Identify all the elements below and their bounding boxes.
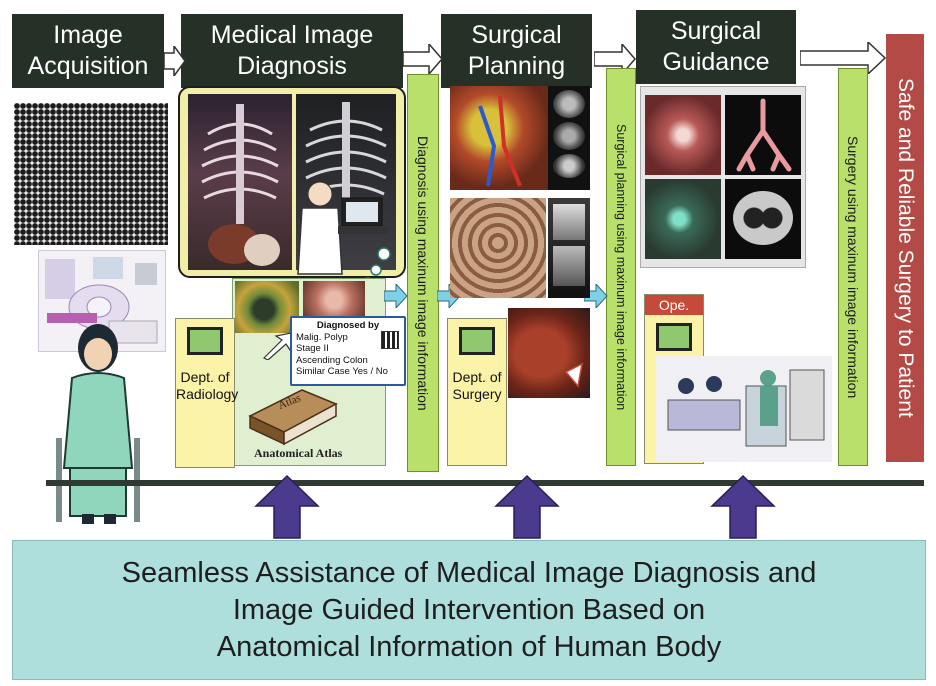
banner-line: Seamless Assistance of Medical Image Dia…	[122, 555, 817, 592]
flow-arrow-icon	[384, 284, 408, 308]
diagnosis-info-label: Diagnosis using maxinum image informatio…	[415, 136, 431, 411]
stage-label-line2: Planning	[441, 51, 592, 82]
planning-ct-slices	[548, 86, 590, 190]
guidance-navigation-screen	[640, 86, 806, 268]
dept-radiology-box: Dept. of Radiology	[175, 318, 235, 468]
airway-tree-render	[725, 95, 801, 175]
ct-slice-stack-image	[14, 103, 168, 245]
patient-figure	[52, 318, 144, 524]
ct-slice-image	[553, 204, 585, 240]
operating-room-image	[656, 356, 832, 462]
planning-vessel-render	[450, 86, 548, 190]
stage-surgical-guidance: Surgical Guidance	[636, 10, 796, 84]
planning-virtual-endoscopy	[450, 198, 546, 298]
ct-axial-view	[725, 179, 801, 259]
colon-closeup-image	[303, 281, 365, 319]
up-arrow-icon	[254, 474, 320, 540]
banner-line: Anatomical Information of Human Body	[122, 629, 817, 666]
stage-label-line2: Guidance	[636, 47, 796, 78]
bronchoscope-view	[645, 95, 721, 175]
planning-info-label: Surgical planning using maxinum image in…	[614, 124, 628, 410]
monitor-icon	[187, 327, 223, 355]
diagnosis-result-card: Diagnosed by Malig. Polyp Stage II Ascen…	[290, 316, 406, 386]
dept-label-line1: Dept. of	[176, 369, 234, 386]
dept-label-line1: Dept. of	[448, 369, 506, 386]
monitor-icon	[656, 323, 692, 351]
monitor-icon	[459, 327, 495, 355]
stage-medical-image-diagnosis: Medical Image Diagnosis	[181, 14, 403, 88]
stage-label-line1: Image	[12, 20, 164, 51]
stage-label-line2: Acquisition	[12, 51, 164, 82]
dept-label-line2: Radiology	[176, 386, 234, 403]
stage-surgical-planning: Surgical Planning	[441, 14, 592, 88]
endoscope-navigation-view	[645, 179, 721, 259]
banner-line: Image Guided Intervention Based on	[122, 592, 817, 629]
dept-surgery-box: Dept. of Surgery	[447, 318, 507, 466]
ribcage-left-icon	[188, 94, 292, 270]
ct-slice-image	[553, 246, 585, 286]
stage-label-line2: Diagnosis	[181, 51, 403, 82]
final-stage-label: Safe and Reliable Surgery to Patient	[893, 78, 917, 418]
dept-label-line2: Surgery	[448, 386, 506, 403]
stage-label-line1: Surgical	[441, 20, 592, 51]
card-title: Diagnosed by	[296, 320, 400, 332]
up-arrow-icon	[494, 474, 560, 540]
planning-info-bar: Surgical planning using maxinum image in…	[606, 68, 636, 466]
up-arrow-icon	[710, 474, 776, 540]
qr-code-icon	[382, 332, 398, 348]
planning-ct-slices-2	[548, 198, 590, 298]
stage-label-line1: Medical Image	[181, 20, 403, 51]
card-line: Ascending Colon	[296, 355, 400, 367]
surgery-info-bar: Surgery using maxinum image information	[838, 68, 868, 466]
summary-banner: Seamless Assistance of Medical Image Dia…	[12, 540, 926, 680]
workflow-timeline	[46, 480, 924, 486]
ct-slice-image	[553, 122, 585, 150]
ope-tag: Ope.	[645, 295, 703, 315]
ct-slice-image	[553, 90, 585, 118]
right-arrow-icon	[164, 46, 186, 76]
stage-image-acquisition: Image Acquisition	[12, 14, 164, 88]
right-arrow-icon	[403, 44, 443, 74]
planning-organ-render	[508, 308, 590, 398]
card-line: Similar Case Yes / No	[296, 366, 400, 378]
surgery-info-label: Surgery using maxinum image information	[845, 136, 861, 398]
ct-slice-image	[553, 154, 585, 178]
diagnosis-info-bar: Diagnosis using maxinum image informatio…	[407, 74, 439, 472]
final-stage-bar: Safe and Reliable Surgery to Patient	[886, 34, 924, 462]
stage-label-line1: Surgical	[636, 16, 796, 47]
atlas-caption: Anatomical Atlas	[254, 446, 342, 461]
